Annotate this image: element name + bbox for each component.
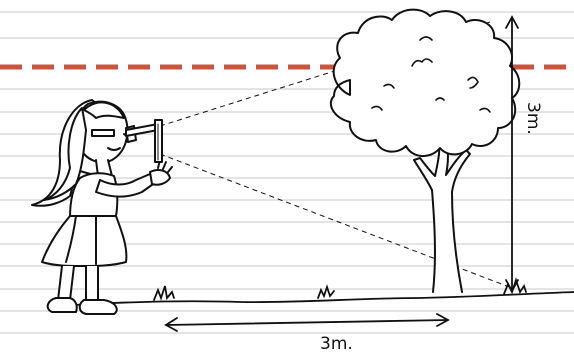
- distance-arrow: [166, 314, 448, 331]
- girl-skirt: [42, 216, 126, 266]
- tree: [331, 10, 519, 292]
- tree-trunk: [414, 138, 470, 292]
- distance-label: 3m.: [320, 334, 353, 351]
- ground: [58, 280, 574, 306]
- tree-canopy: [331, 10, 519, 156]
- girl-figure: [32, 100, 172, 314]
- height-label: 3m.: [523, 102, 543, 135]
